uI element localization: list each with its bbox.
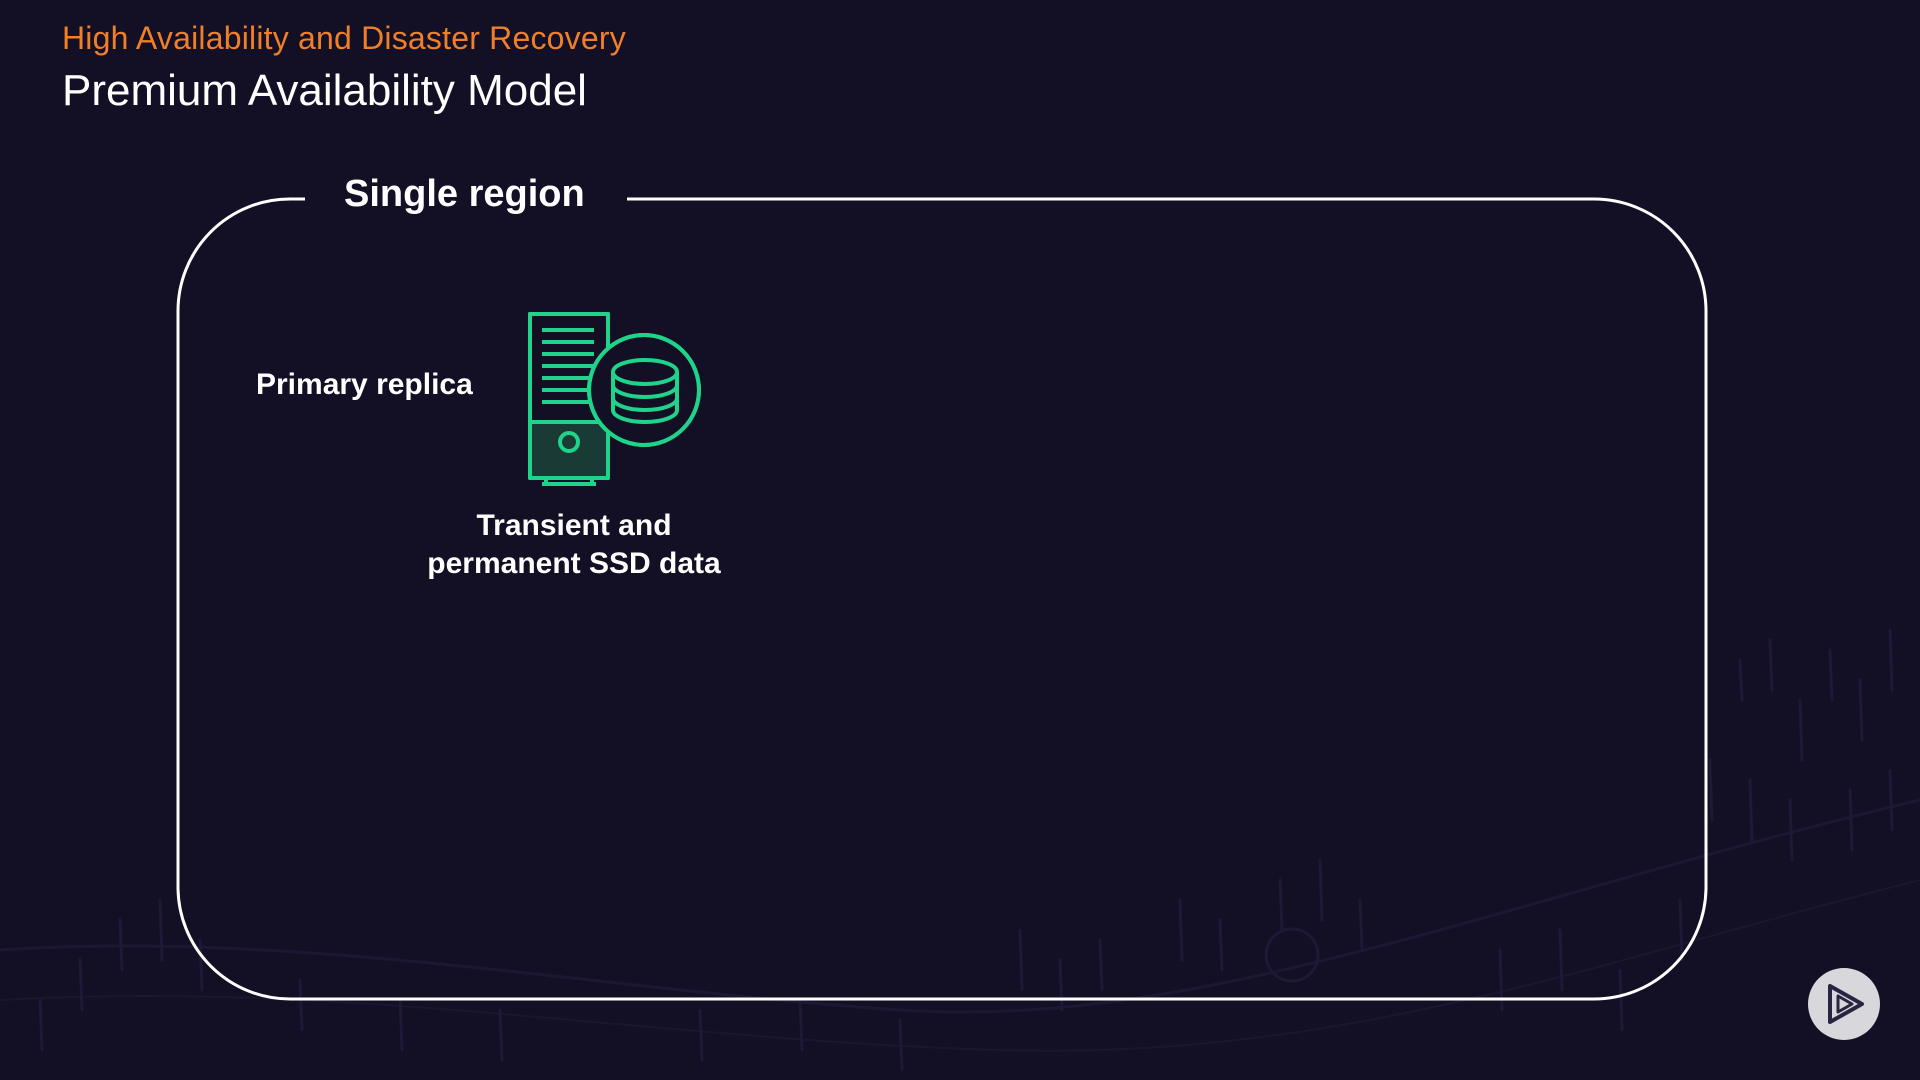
server-database-icon bbox=[528, 312, 701, 486]
storage-caption: Transient and permanent SSD data bbox=[374, 507, 774, 583]
play-logo-button[interactable] bbox=[1808, 968, 1880, 1040]
region-label: Single region bbox=[344, 173, 585, 215]
slide-title: Premium Availability Model bbox=[62, 66, 587, 115]
caption-line-1: Transient and bbox=[476, 509, 672, 542]
caption-line-2: permanent SSD data bbox=[427, 547, 721, 580]
play-logo-icon bbox=[1828, 984, 1864, 1024]
section-subtitle: High Availability and Disaster Recovery bbox=[62, 20, 626, 56]
primary-replica-label: Primary replica bbox=[256, 368, 473, 401]
